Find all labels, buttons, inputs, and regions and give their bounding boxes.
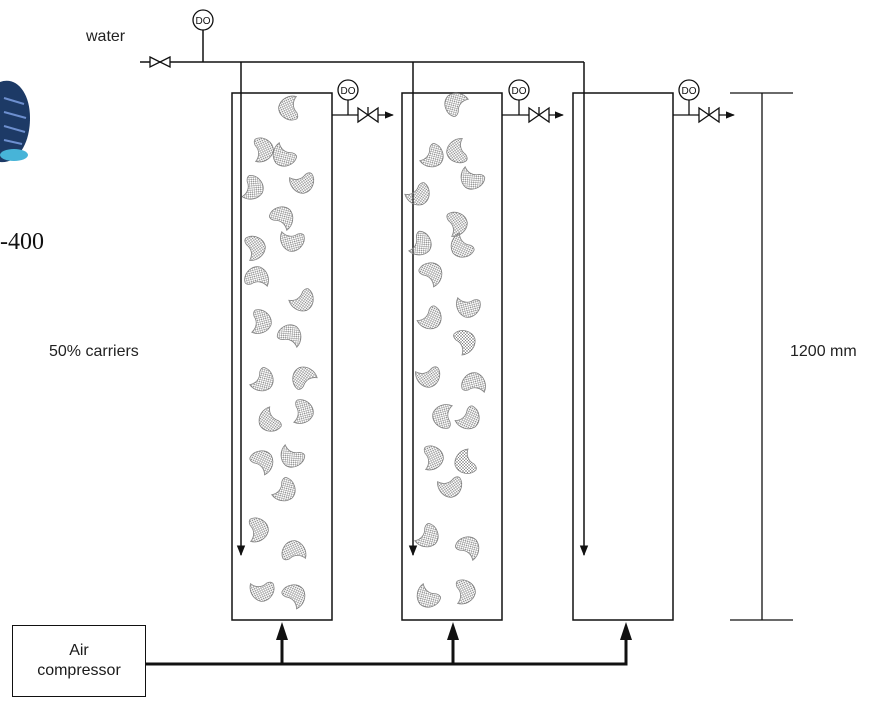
- outlet-2: DO: [502, 79, 564, 124]
- carriers-label: 50% carriers: [49, 343, 139, 360]
- do-sensor-1-icon: [337, 79, 359, 101]
- reactor-1: [231, 92, 333, 621]
- outlet-valve-1-icon: [357, 106, 379, 124]
- compressor-label-line-2: compressor: [37, 662, 121, 679]
- water-label: water: [86, 28, 126, 45]
- outlet-1: DO: [332, 79, 394, 124]
- outlet-valve-3-icon: [698, 106, 720, 124]
- air-inlet-arrows: [276, 622, 632, 640]
- outlet-3: DO: [673, 79, 735, 124]
- water-inlet-pipe: [140, 30, 589, 557]
- do-sensor-3-icon: [678, 79, 700, 101]
- reactor-3: [572, 92, 674, 621]
- height-dimension: [730, 92, 793, 621]
- air-compressor-box[interactable]: Air compressor: [12, 625, 146, 697]
- height-label: 1200 mm: [790, 343, 857, 360]
- carrier-photo: [0, 80, 30, 163]
- do-sensor-inlet-icon: DO: [192, 9, 214, 31]
- compressor-label-line-1: Air: [69, 642, 89, 659]
- air-supply-line: [145, 640, 628, 666]
- svg-text:DO: DO: [341, 86, 356, 97]
- reactor-2: [401, 92, 503, 621]
- do-sensor-2-icon: [508, 79, 530, 101]
- outlet-valve-2-icon: [528, 106, 550, 124]
- svg-text:DO: DO: [196, 16, 211, 27]
- model-partial-label: -400: [0, 229, 44, 255]
- inlet-valve-icon[interactable]: [149, 55, 171, 69]
- svg-text:DO: DO: [512, 86, 527, 97]
- svg-text:DO: DO: [682, 86, 697, 97]
